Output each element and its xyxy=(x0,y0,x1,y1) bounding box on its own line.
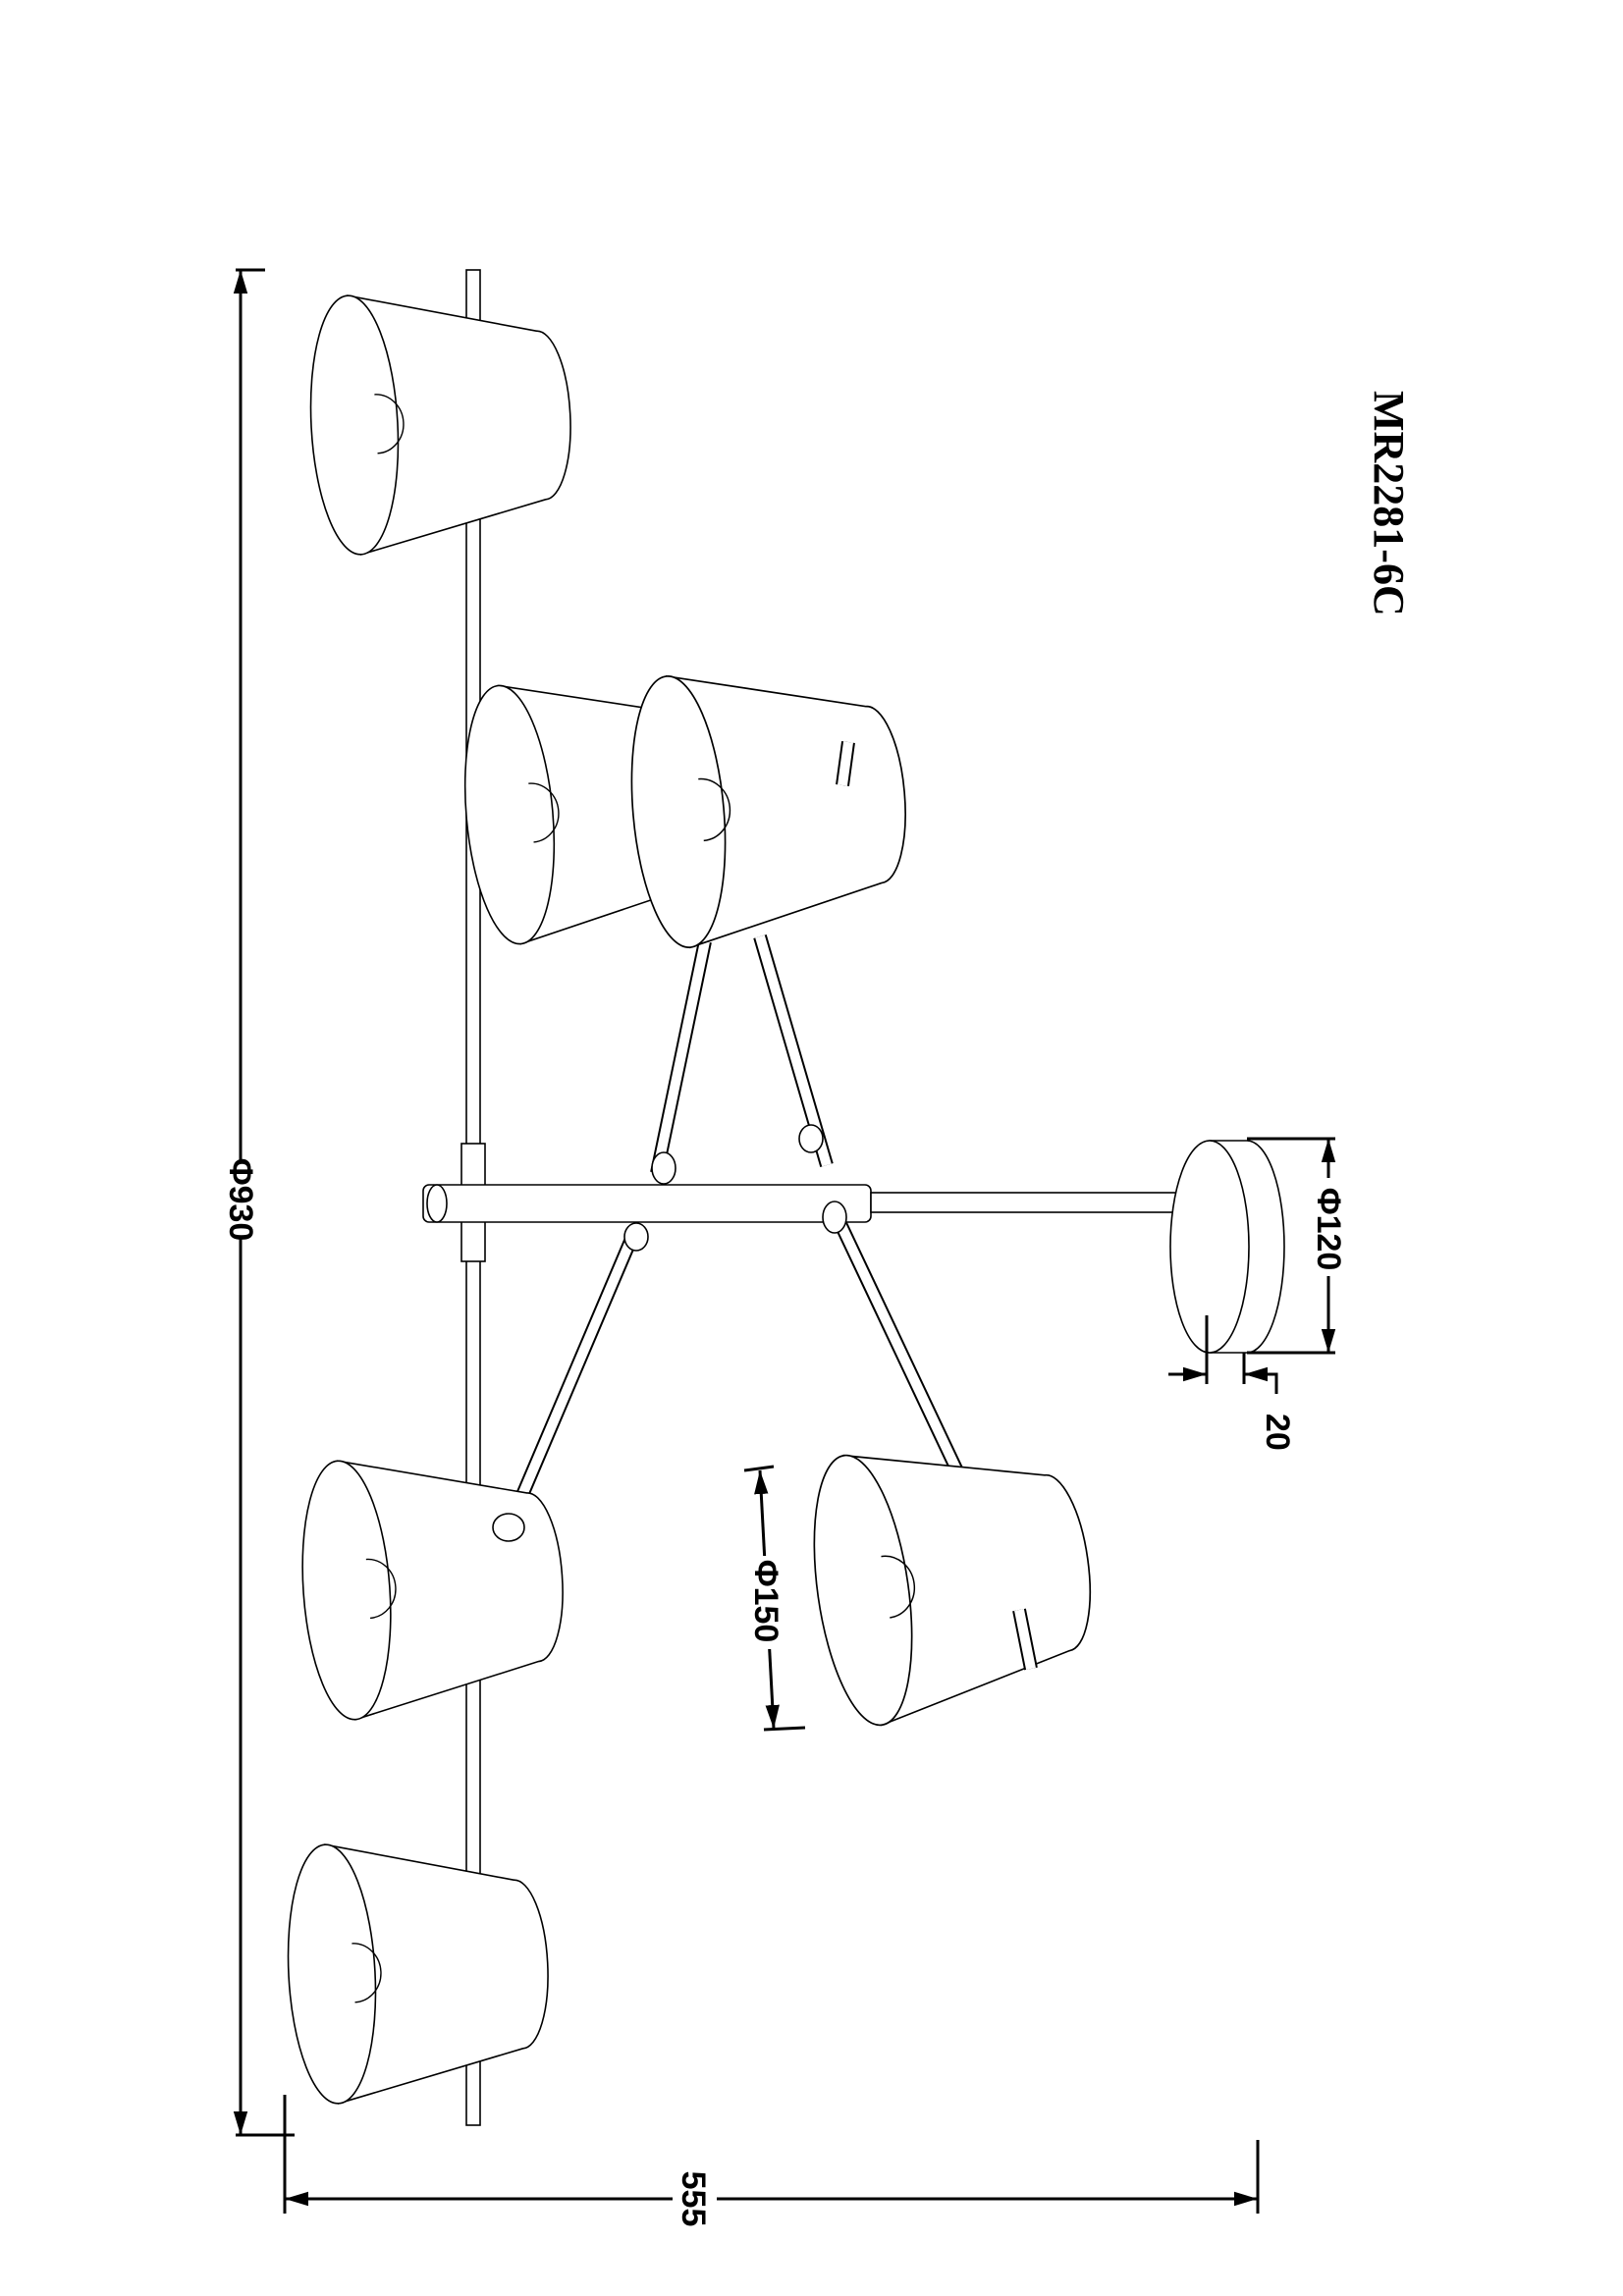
shade-3 xyxy=(621,655,918,952)
length-label: Φ930 xyxy=(222,1158,259,1242)
length-dimension: Φ930 xyxy=(222,268,295,2137)
shade-diameter-label: Φ150 xyxy=(747,1560,784,1643)
ceiling-rod xyxy=(870,1192,1211,1213)
shade-diameter-dimension: Φ150 xyxy=(743,1465,806,1732)
center-bar xyxy=(422,1184,872,1223)
canopy-diameter-dimension: Φ120 xyxy=(1247,1137,1347,1355)
shade-6 xyxy=(798,1422,1108,1733)
width-label: 555 xyxy=(675,2171,712,2227)
shade-3-pin xyxy=(836,741,855,786)
canopy-diameter-label: Φ120 xyxy=(1310,1188,1347,1271)
shade-5 xyxy=(281,1832,556,2107)
crossed-arms xyxy=(502,934,966,1530)
canopy-depth-label: 20 xyxy=(1259,1414,1296,1451)
width-dimension: 555 xyxy=(283,2095,1260,2227)
shade-6-pin xyxy=(1012,1608,1038,1671)
shade-1 xyxy=(303,283,578,558)
canopy xyxy=(1169,1140,1285,1354)
canopy-depth-dimension: 20 xyxy=(1168,1315,1296,1451)
model-number: MR2281-6C xyxy=(1365,391,1413,616)
